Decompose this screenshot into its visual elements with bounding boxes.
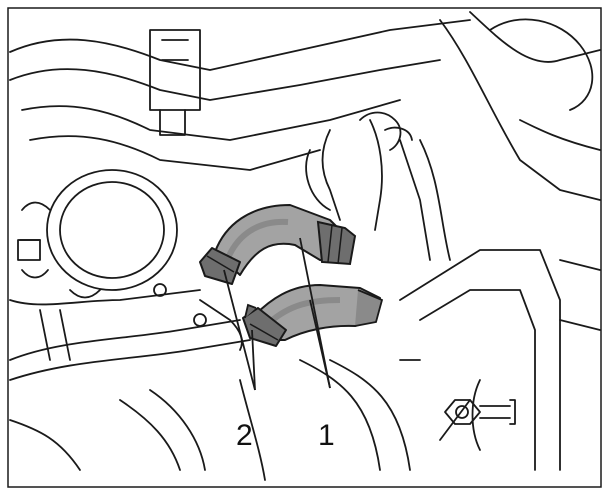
leader-line-2b xyxy=(251,329,256,391)
hose-clamp-lower xyxy=(242,303,287,347)
callout-leader-lines xyxy=(223,237,331,391)
hose-clamp-upper xyxy=(199,247,241,285)
leader-line-1b xyxy=(309,299,331,389)
upper-coolant-hose xyxy=(214,204,357,276)
leader-line-2a xyxy=(223,269,256,391)
callout-label-2: 2 xyxy=(236,419,253,452)
engine-background-lineart xyxy=(9,11,601,481)
callout-label-1: 1 xyxy=(318,419,335,452)
lower-coolant-hose xyxy=(254,284,384,341)
